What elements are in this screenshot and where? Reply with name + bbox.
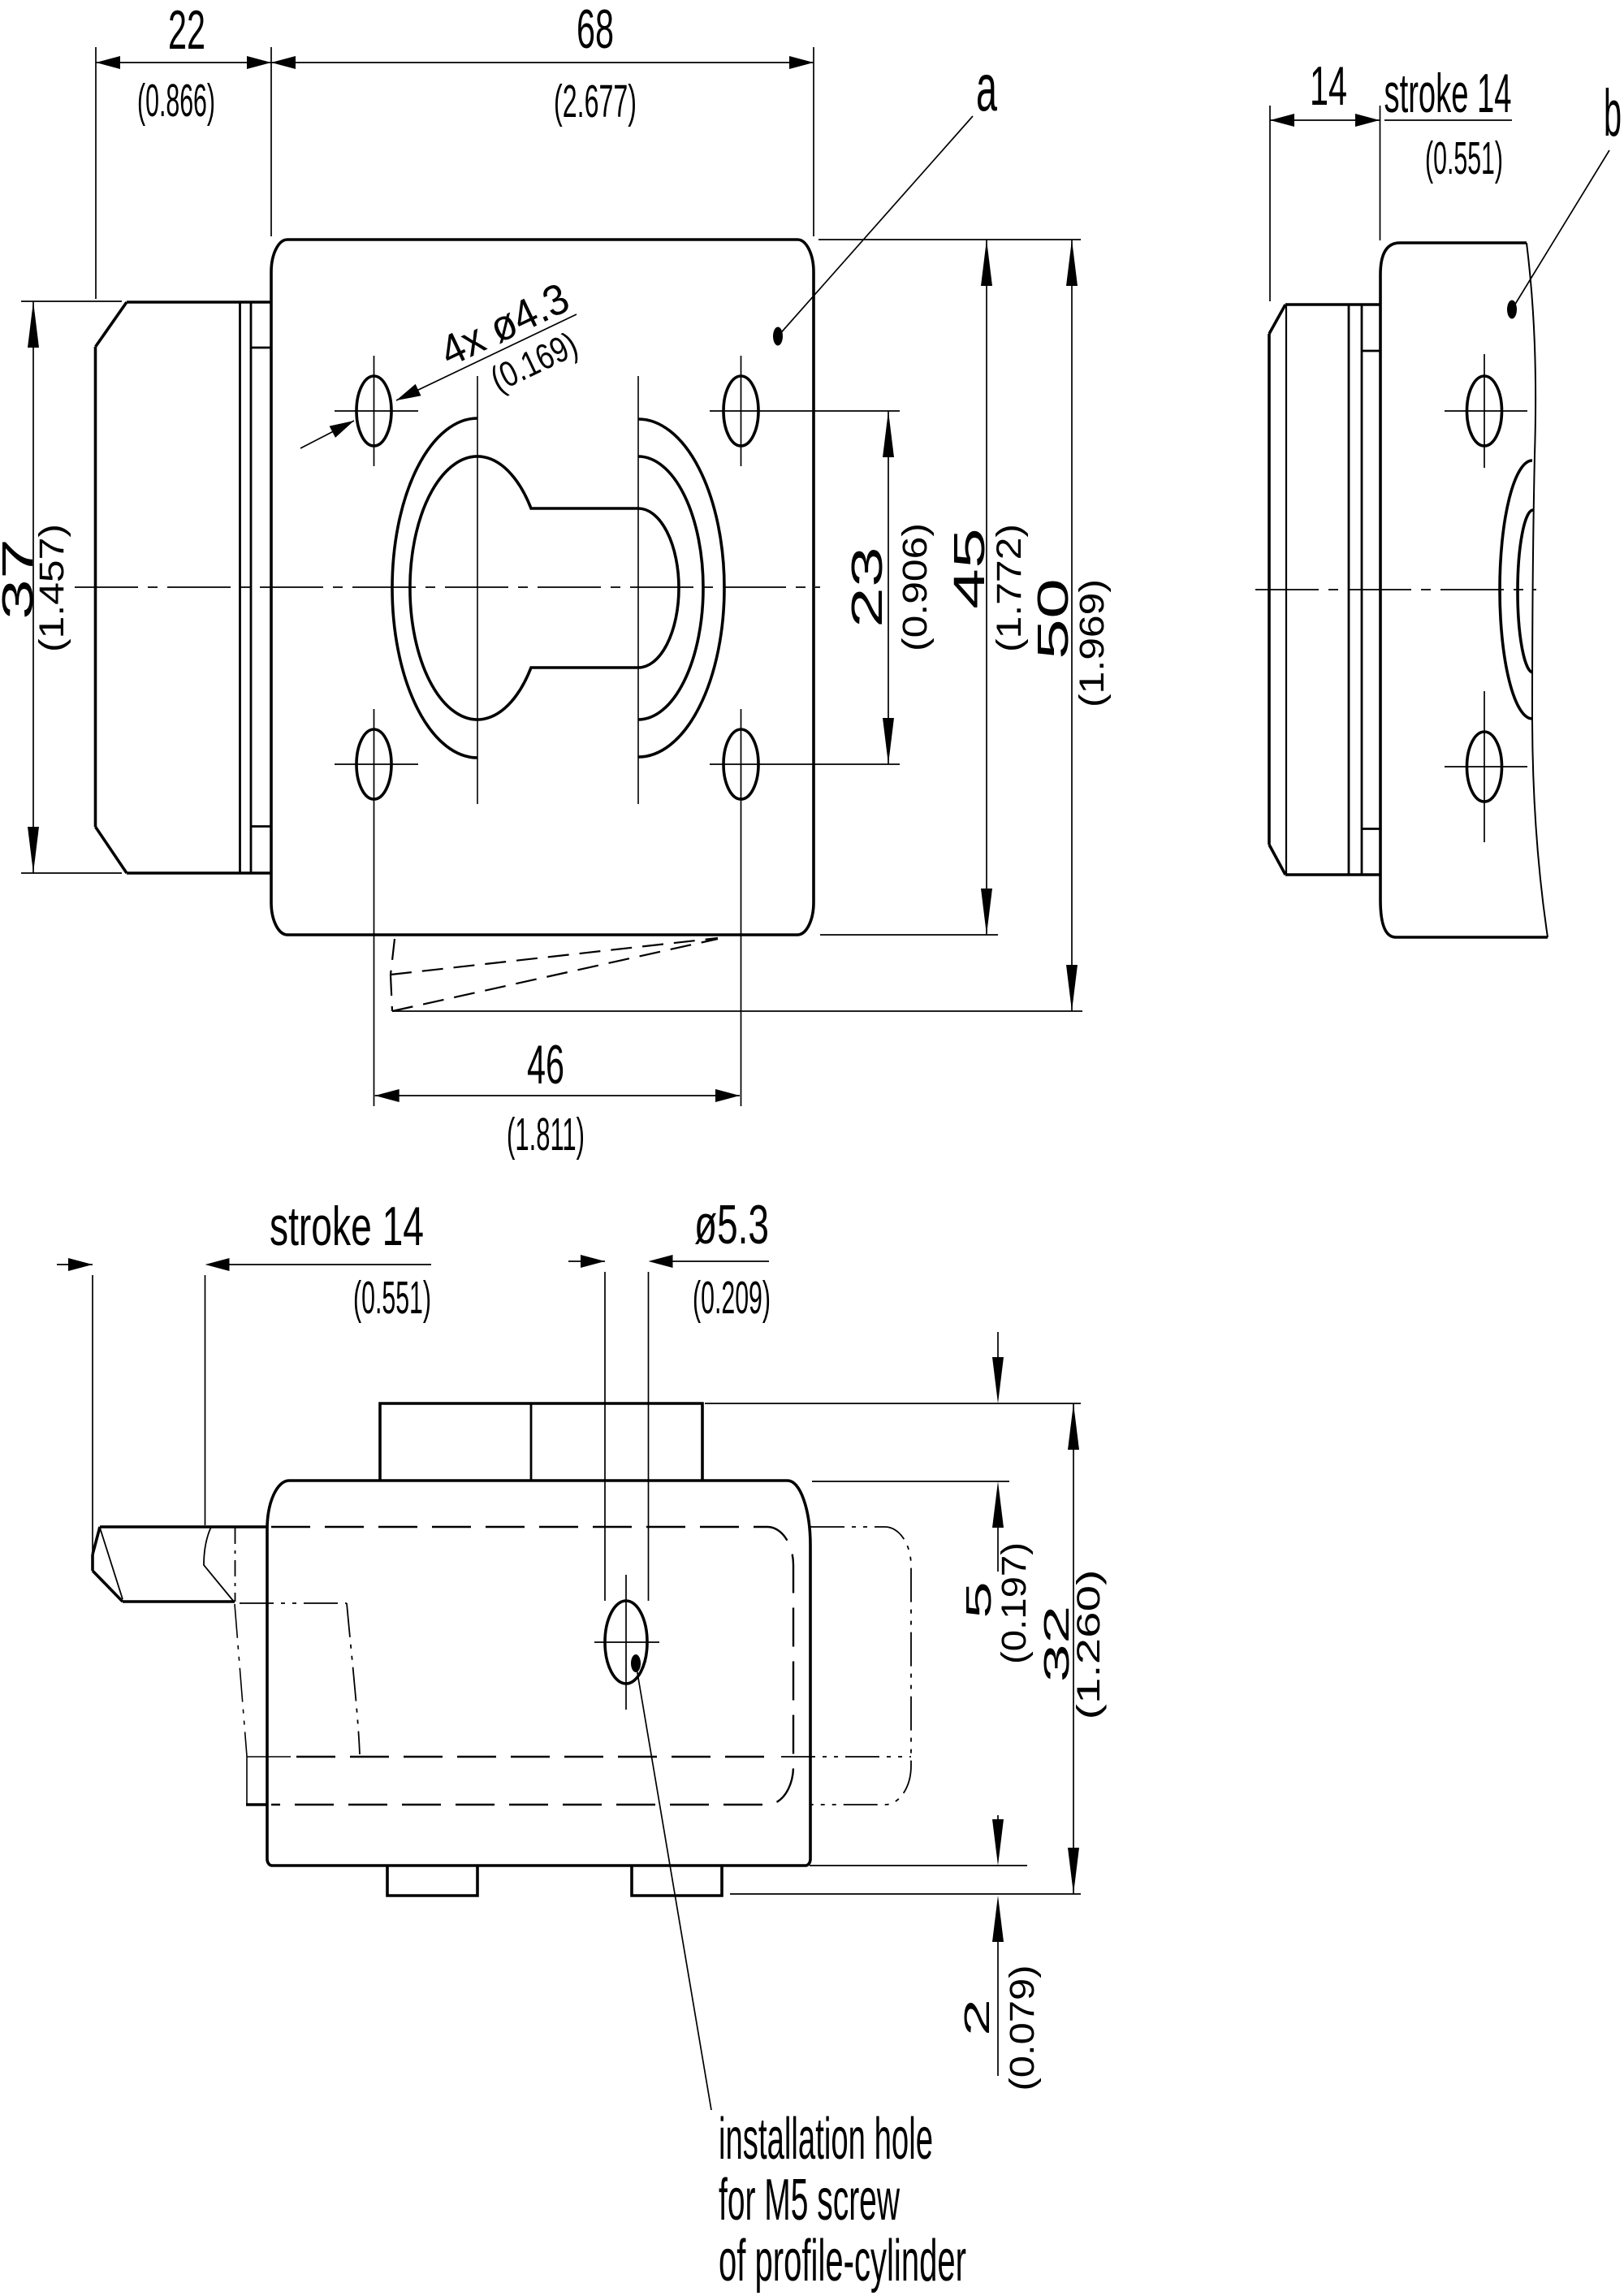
svg-text:stroke 14: stroke 14: [270, 1196, 424, 1257]
svg-text:(0.197): (0.197): [995, 1542, 1034, 1664]
svg-text:(1.260): (1.260): [1071, 1570, 1107, 1720]
svg-text:(1.457): (1.457): [32, 524, 71, 652]
svg-text:23: 23: [843, 547, 892, 628]
svg-text:(2.677): (2.677): [554, 76, 637, 128]
svg-text:for M5 screw: for M5 screw: [719, 2168, 901, 2233]
svg-text:(1.969): (1.969): [1073, 579, 1112, 707]
svg-text:(0.209): (0.209): [693, 1272, 771, 1324]
svg-text:46: 46: [527, 1034, 564, 1096]
svg-text:installation hole: installation hole: [719, 2107, 933, 2172]
svg-text:(0.551): (0.551): [1425, 132, 1503, 184]
svg-text:(0.079): (0.079): [1003, 1965, 1042, 2091]
svg-text:ø5.3: ø5.3: [694, 1194, 769, 1256]
svg-text:37: 37: [0, 538, 42, 620]
svg-text:(0.866): (0.866): [137, 75, 215, 127]
svg-text:stroke 14: stroke 14: [1384, 63, 1512, 124]
svg-text:50: 50: [1029, 578, 1078, 659]
svg-text:(1.811): (1.811): [507, 1109, 585, 1161]
svg-text:(0.551): (0.551): [353, 1272, 431, 1324]
svg-text:of profile-cylinder: of profile-cylinder: [719, 2229, 966, 2294]
svg-text:22: 22: [168, 0, 205, 61]
svg-text:2: 2: [957, 1999, 997, 2036]
svg-text:14: 14: [1310, 55, 1347, 117]
svg-text:45: 45: [945, 528, 994, 609]
svg-text:(1.772): (1.772): [990, 524, 1029, 652]
svg-text:b: b: [1604, 76, 1622, 150]
svg-text:5: 5: [959, 1581, 999, 1619]
svg-text:68: 68: [577, 0, 614, 60]
svg-text:32: 32: [1037, 1606, 1077, 1683]
svg-text:(0.906): (0.906): [896, 523, 935, 651]
svg-text:a: a: [976, 51, 997, 125]
